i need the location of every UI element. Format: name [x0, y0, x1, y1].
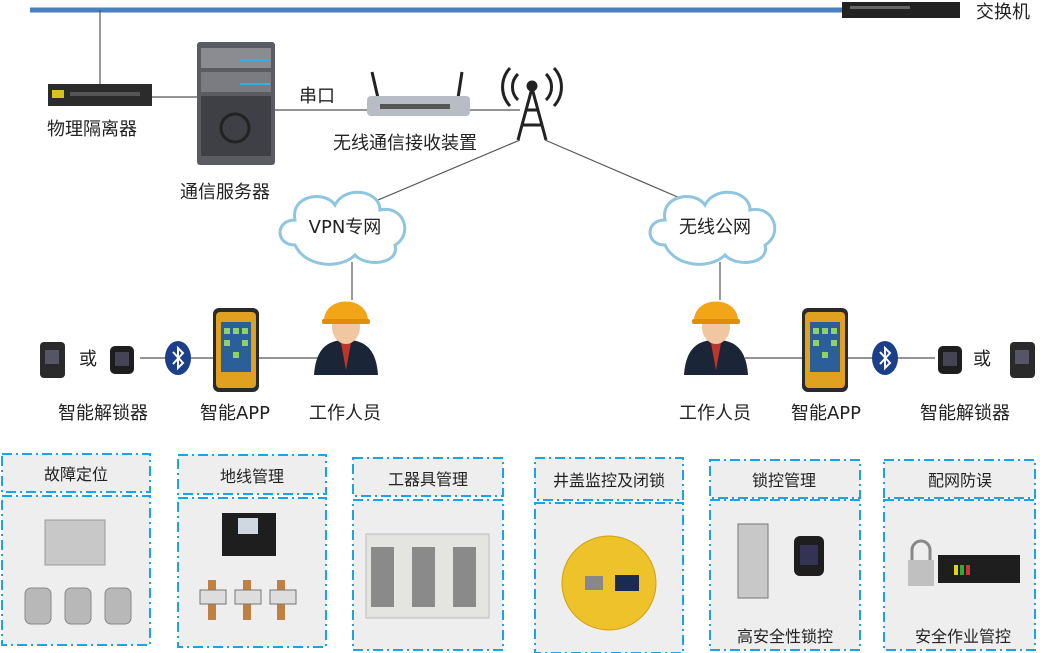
worker-right: [684, 301, 748, 375]
svg-text:井盖监控及闭锁: 井盖监控及闭锁: [553, 471, 665, 490]
unlocker-label-left: 智能解锁器: [58, 403, 148, 424]
svg-text:故障定位: 故障定位: [44, 465, 108, 484]
isolator-device: [48, 84, 152, 106]
or-label-right: 或: [973, 349, 991, 370]
app-label-right: 智能APP: [791, 403, 861, 424]
app-phone-right: [802, 308, 848, 392]
worker-label-left: 工作人员: [309, 403, 381, 424]
module-ground-wire: 地线管理: [177, 454, 327, 648]
isolator-label: 物理隔离器: [47, 119, 137, 140]
svg-text:锁控管理: 锁控管理: [752, 471, 816, 490]
switch-label: 交换机: [976, 2, 1030, 23]
module-distribution-anti-misoperation: 配网防误 安全作业管控: [883, 459, 1036, 651]
svg-text:地线管理: 地线管理: [220, 467, 284, 486]
server-device: [197, 42, 275, 165]
unlocker-key-device-right: [1010, 342, 1035, 378]
unlocker-key-device: [40, 342, 65, 378]
bluetooth-icon-right: [871, 340, 899, 376]
or-label-left: 或: [79, 349, 97, 370]
public-network-label: 无线公网: [679, 217, 751, 238]
app-phone-left: [213, 308, 259, 392]
module-lock-management: 锁控管理 高安全性锁控: [709, 459, 861, 651]
module-manhole-monitoring: 井盖监控及闭锁: [534, 457, 684, 653]
switch-device: [842, 2, 960, 18]
svg-text:配网防误: 配网防误: [928, 471, 992, 490]
serial-label: 串口: [299, 86, 335, 107]
server-label: 通信服务器: [180, 182, 270, 203]
app-label-left: 智能APP: [200, 403, 270, 424]
module-fault-location: 故障定位: [1, 453, 151, 646]
vpn-label: VPN专网: [309, 217, 382, 238]
worker-left: [314, 301, 378, 375]
svg-text:安全作业管控: 安全作业管控: [915, 627, 1011, 646]
unlocker-label-right: 智能解锁器: [920, 403, 1010, 424]
receiver-device: [367, 71, 470, 116]
bluetooth-icon-left: [164, 340, 192, 376]
receiver-label: 无线通信接收装置: [333, 133, 477, 154]
svg-text:高安全性锁控: 高安全性锁控: [737, 627, 833, 646]
unlocker-watch-device-right: [938, 346, 962, 374]
worker-label-right: 工作人员: [679, 403, 751, 424]
antenna-icon: [501, 66, 563, 141]
unlocker-watch-device: [110, 346, 134, 374]
svg-text:工器具管理: 工器具管理: [388, 470, 468, 489]
module-tool-management: 工器具管理: [352, 457, 504, 651]
